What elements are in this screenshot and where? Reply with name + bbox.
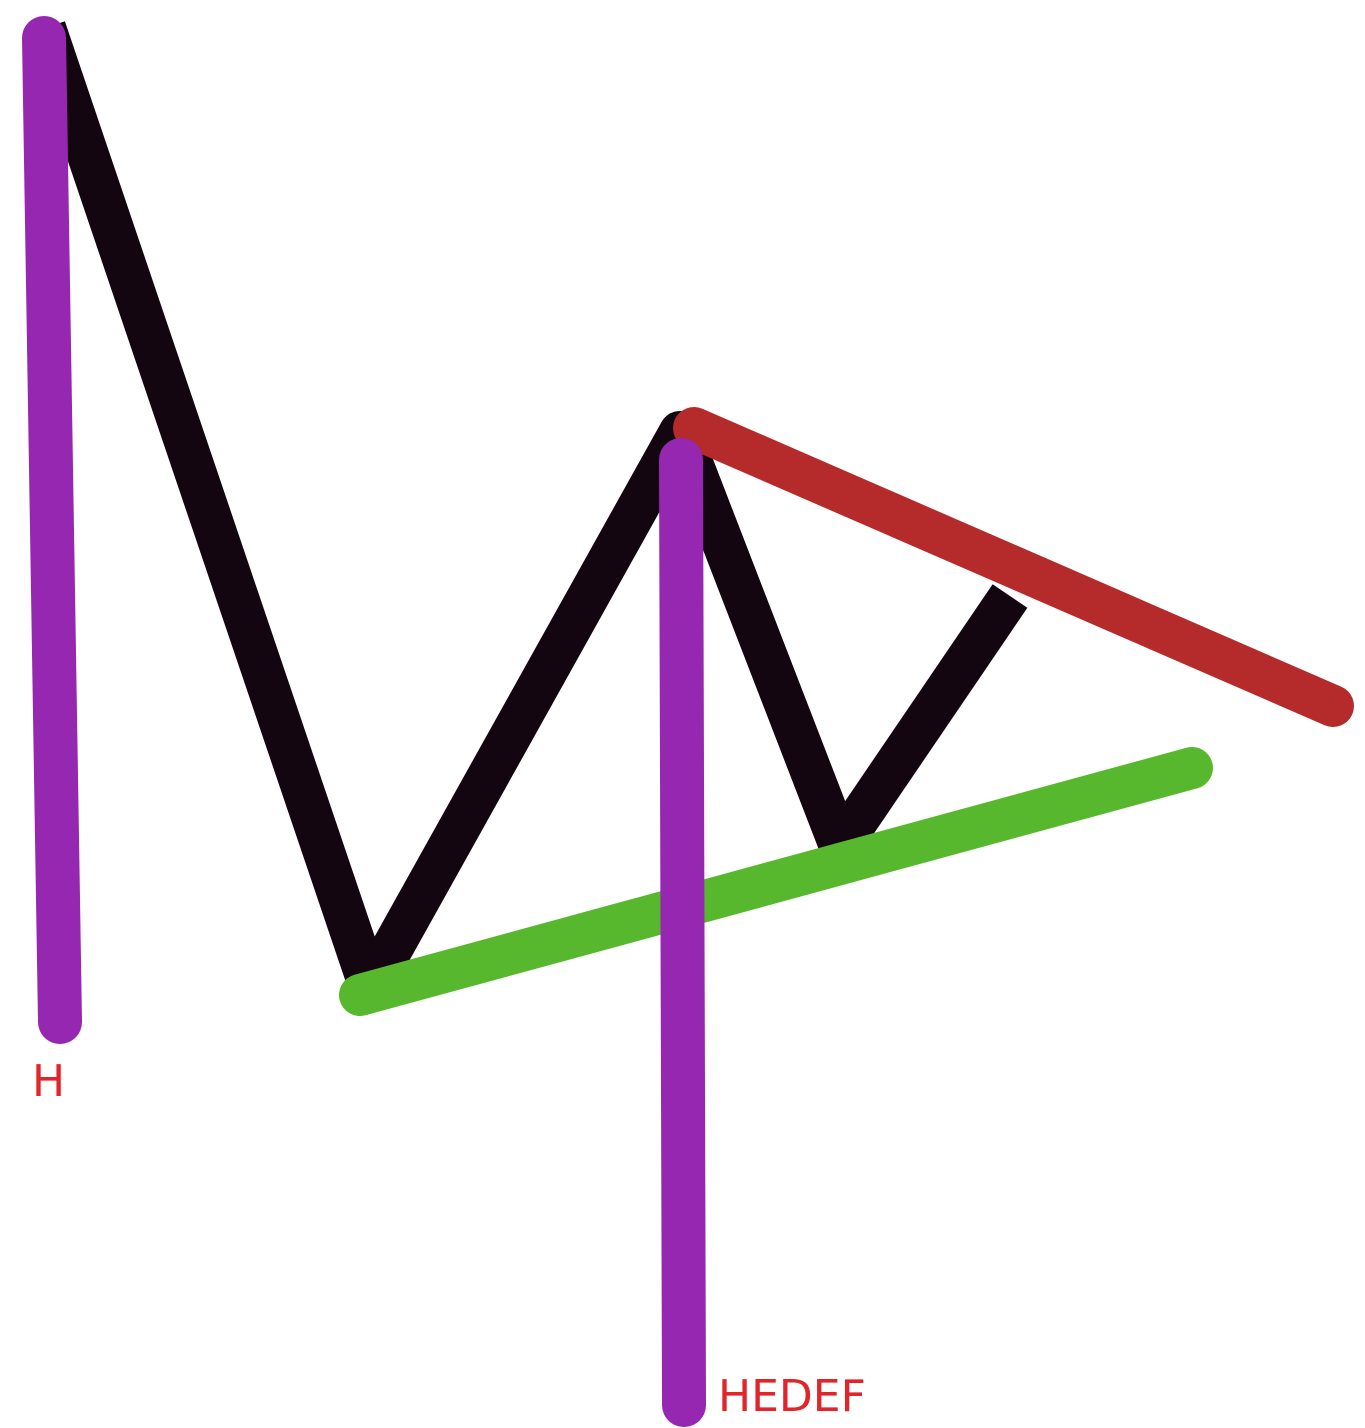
support-trendline	[339, 747, 1213, 1016]
target-label: HEDEF	[718, 1371, 866, 1422]
height-pole-line	[22, 16, 82, 1044]
target-pole-line	[659, 438, 706, 1427]
height-label: H	[32, 1056, 66, 1107]
resistance-trendline	[673, 407, 1354, 727]
